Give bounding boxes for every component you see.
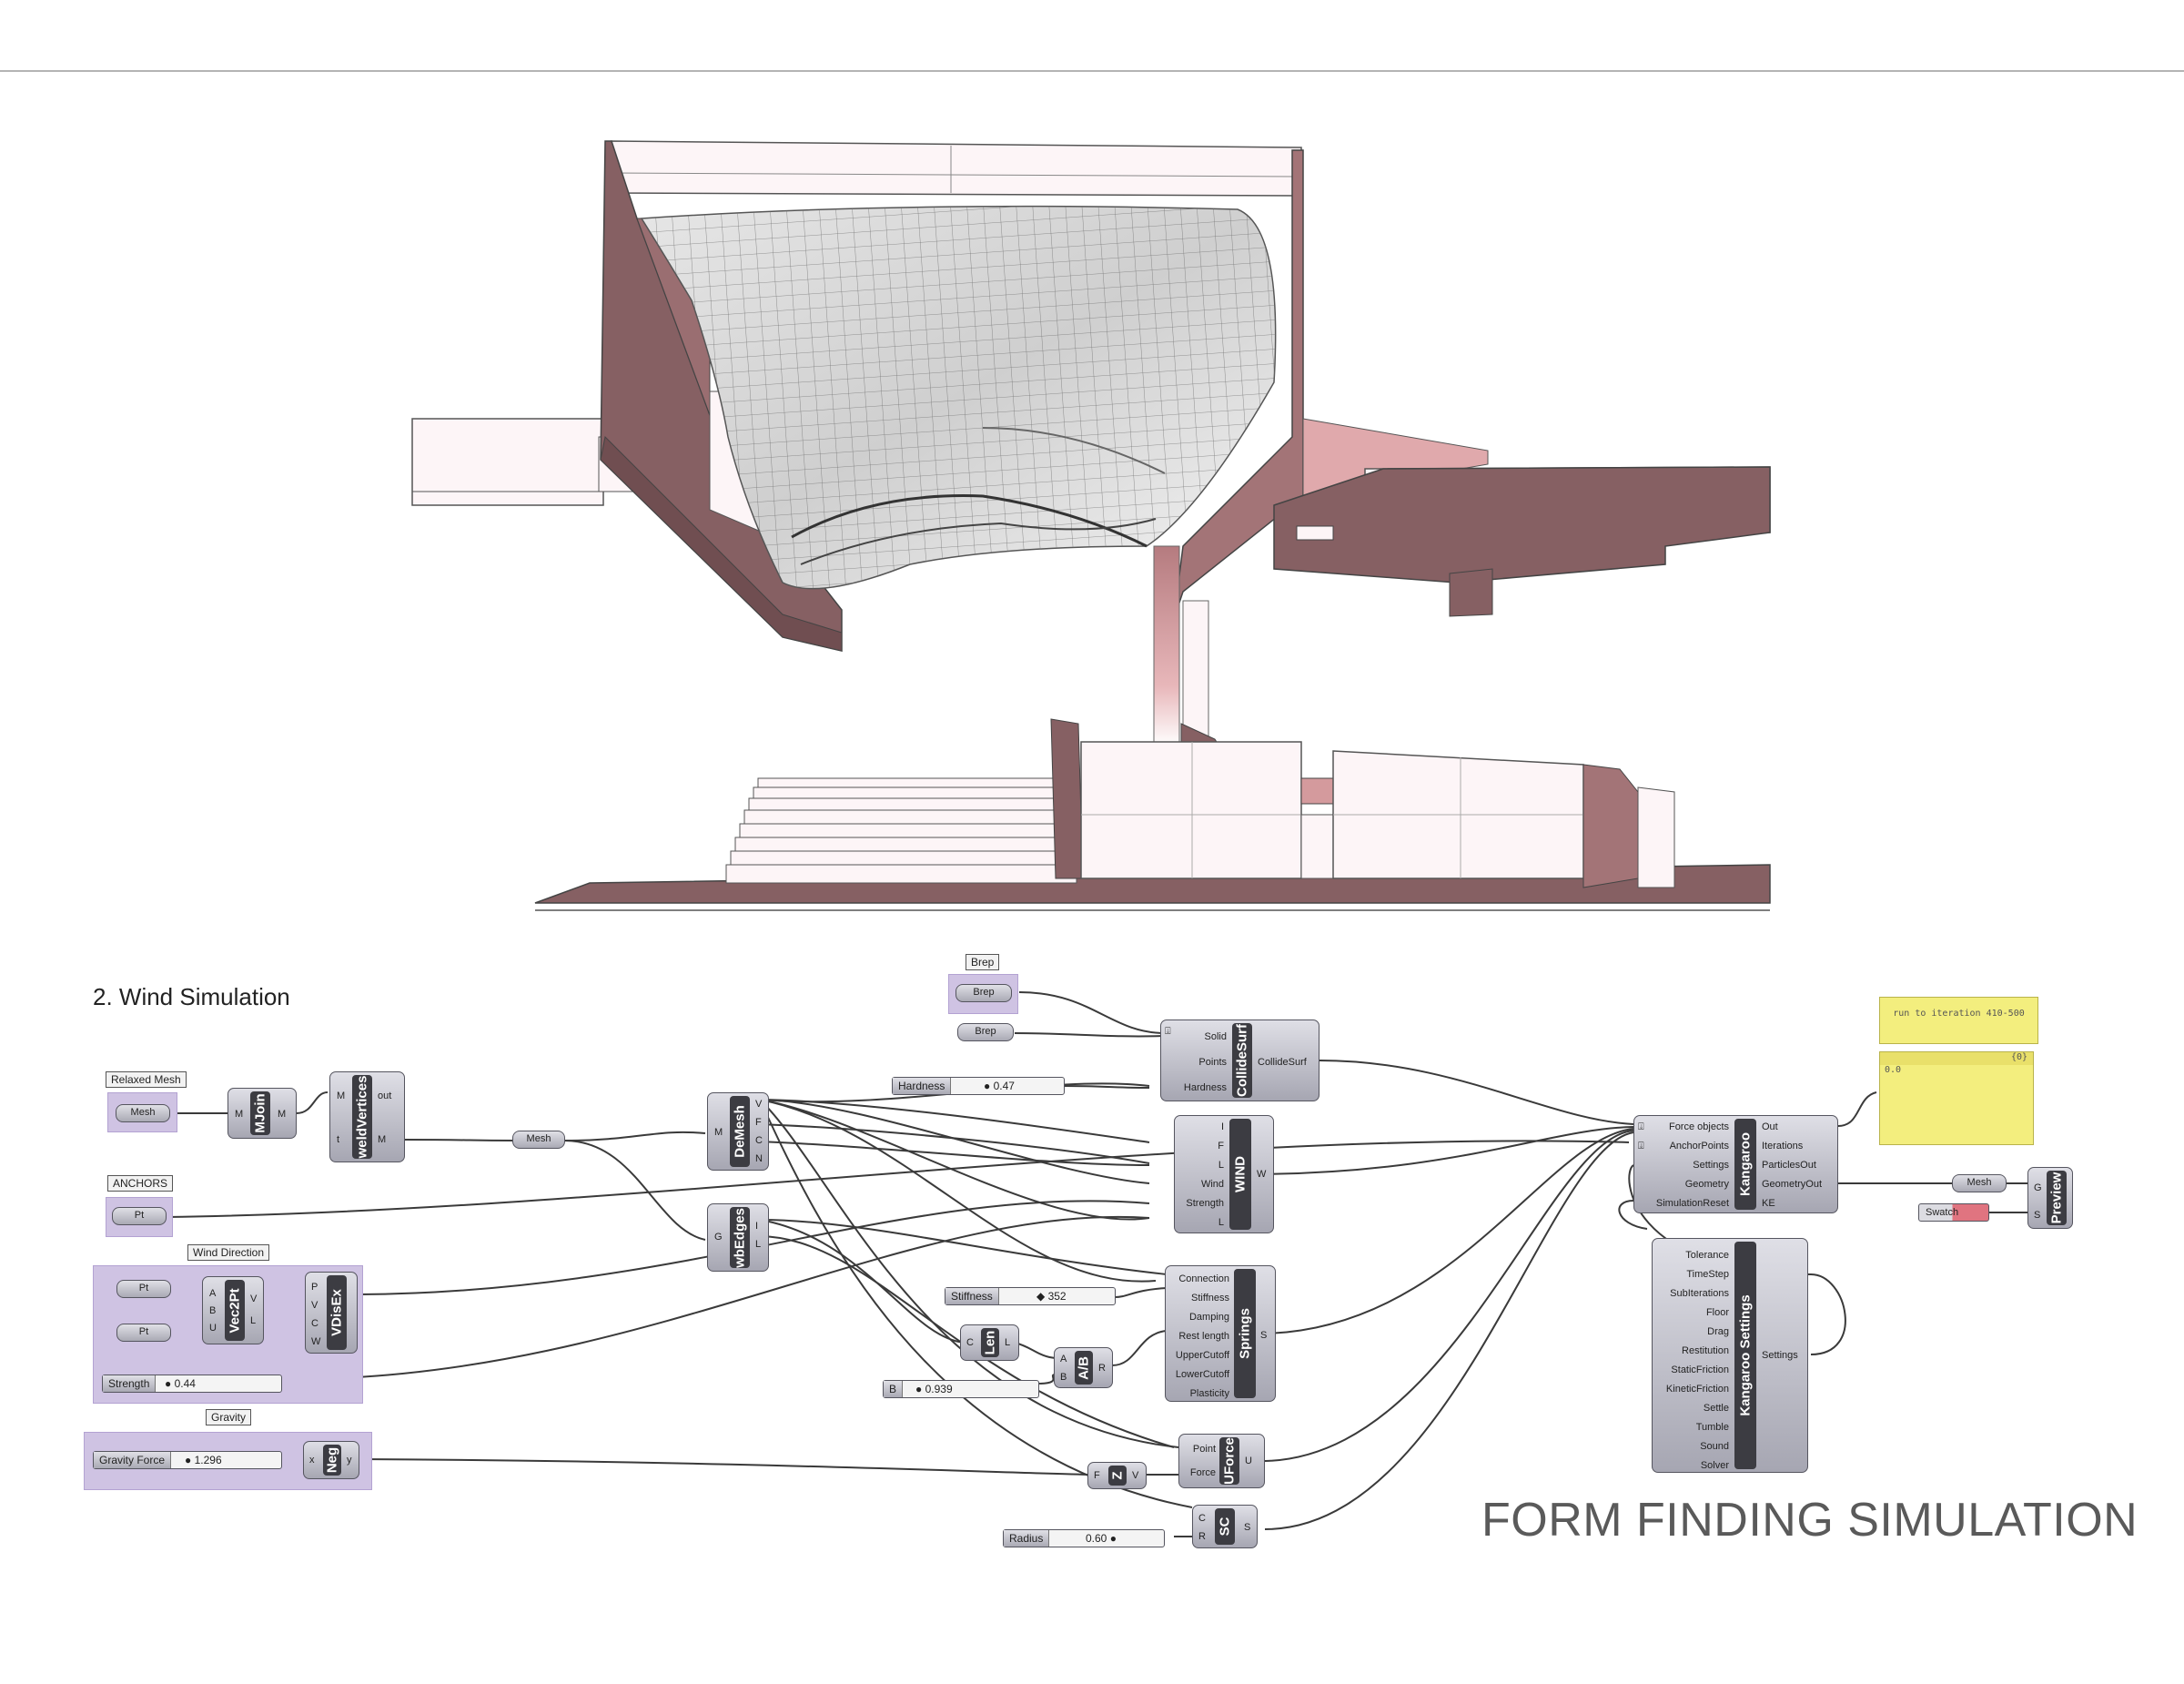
iteration-panel[interactable]: run to iteration 410-500 (1879, 997, 2038, 1044)
brep-param-1[interactable]: Brep (956, 984, 1012, 1002)
slider-knob-icon[interactable]: ● (915, 1383, 923, 1395)
flatten-icon[interactable]: ⍗ (1638, 1141, 1644, 1151)
demesh-component[interactable]: DeMesh M V F C N (707, 1092, 769, 1171)
negative-component[interactable]: Neg x y (303, 1441, 359, 1479)
point-b-param[interactable]: Pt (116, 1324, 171, 1342)
vdisex-component[interactable]: VDisEx P V C W (305, 1272, 358, 1354)
division-component[interactable]: A/B A B R (1054, 1347, 1113, 1388)
section-title: 2. Wind Simulation (93, 983, 290, 1010)
unit-z-component[interactable]: Z F V (1087, 1462, 1147, 1489)
springs-component[interactable]: Springs Connection Stiffness Damping Res… (1165, 1265, 1276, 1402)
slider-knob-icon[interactable]: ● (165, 1377, 172, 1390)
page-title: FORM FINDING SIMULATION (1481, 1494, 2138, 1547)
group-label-brep: Brep (966, 954, 1000, 970)
b-slider[interactable]: B ● 0.939 (883, 1380, 1039, 1398)
kangaroo-component[interactable]: Kangaroo ⍗ ⍗ Force objects AnchorPoints … (1633, 1115, 1838, 1213)
mesh-param[interactable]: Mesh (116, 1104, 170, 1122)
uforce-component[interactable]: UForce Point Force U (1178, 1434, 1265, 1488)
length-component[interactable]: Len C L (960, 1324, 1019, 1361)
swatch-param[interactable]: Swatch (1918, 1203, 1989, 1222)
slider-knob-icon[interactable]: ◆ (1036, 1290, 1046, 1303)
anchor-point-param[interactable]: Pt (112, 1207, 167, 1225)
steps (725, 777, 1077, 884)
collide-surf-component[interactable]: CollideSurf ⍗ Solid Points Hardness Coll… (1160, 1020, 1320, 1101)
mesh-relay-param[interactable]: Mesh (512, 1131, 565, 1149)
preview-component[interactable]: Preview G S (2027, 1167, 2073, 1229)
radius-slider[interactable]: Radius 0.60 ● (1003, 1529, 1165, 1547)
slider-knob-icon[interactable]: ● (185, 1454, 192, 1466)
output-panel[interactable]: {0} 0.0 (1879, 1051, 2034, 1145)
group-label-wind-direction: Wind Direction (187, 1244, 270, 1261)
wind-component[interactable]: WIND I F L Wind Strength L W (1174, 1115, 1274, 1233)
sc-component[interactable]: SC C R S (1192, 1505, 1258, 1548)
wall-block-left (1080, 741, 1302, 879)
top-rule (0, 70, 2184, 72)
mesh-output-param[interactable]: Mesh (1952, 1174, 2007, 1192)
mjoin-component[interactable]: MJoin M M (228, 1088, 297, 1139)
mast (1153, 545, 1180, 747)
slider-knob-icon[interactable]: ● (984, 1080, 991, 1092)
kangaroo-settings-component[interactable]: Kangaroo Settings Tolerance TimeStep Sub… (1652, 1238, 1808, 1473)
pavilion-render (411, 140, 1771, 911)
left-beam (411, 418, 604, 506)
strength-slider[interactable]: Strength ● 0.44 (102, 1375, 282, 1393)
group-label-relaxed-mesh: Relaxed Mesh (106, 1071, 187, 1088)
flatten-icon[interactable]: ⍗ (1638, 1121, 1644, 1132)
brep-param-2[interactable]: Brep (957, 1023, 1014, 1041)
point-a-param[interactable]: Pt (116, 1280, 171, 1298)
weld-vertices-component[interactable]: weldVertices M t out M (329, 1071, 405, 1162)
hardness-slider[interactable]: Hardness ● 0.47 (892, 1077, 1065, 1095)
wires (166, 991, 2029, 1538)
group-label-anchors: ANCHORS (107, 1175, 174, 1192)
stiffness-slider[interactable]: Stiffness ◆ 352 (945, 1287, 1116, 1305)
group-label-gravity: Gravity (206, 1409, 252, 1425)
gravity-force-slider[interactable]: Gravity Force ● 1.296 (93, 1451, 282, 1469)
vec2pt-component[interactable]: Vec2Pt A B U V L (202, 1276, 264, 1344)
slider-knob-icon[interactable]: ● (1109, 1532, 1117, 1545)
flatten-icon[interactable]: ⍗ (1165, 1026, 1171, 1037)
wbedges-component[interactable]: wbEdges G I L (707, 1203, 769, 1272)
